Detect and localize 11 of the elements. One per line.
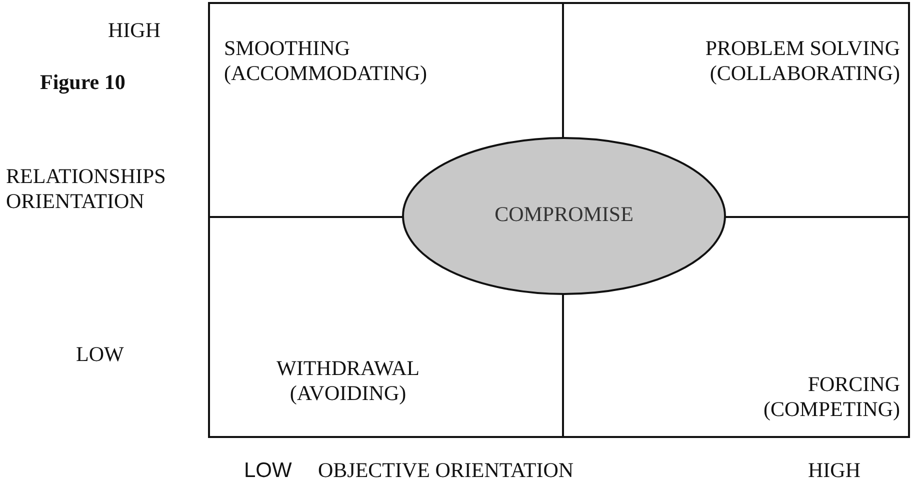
quadrant-label: PROBLEM SOLVING (COLLABORATING) <box>704 36 900 86</box>
axis-label: LOW <box>244 458 292 483</box>
quadrant-label: FORCING (COMPETING) <box>762 372 900 422</box>
axis-label: HIGH <box>108 18 160 43</box>
axis-label: OBJECTIVE ORIENTATION <box>318 458 574 483</box>
quadrant-label: SMOOTHING (ACCOMMODATING) <box>224 36 428 86</box>
axis-label: LOW <box>76 342 124 367</box>
axis-label: RELATIONSHIPS ORIENTATION <box>6 164 167 214</box>
quadrant-label: WITHDRAWAL (AVOIDING) <box>276 356 420 406</box>
axis-label: HIGH <box>808 458 860 483</box>
figure-title: Figure 10 <box>40 70 126 95</box>
